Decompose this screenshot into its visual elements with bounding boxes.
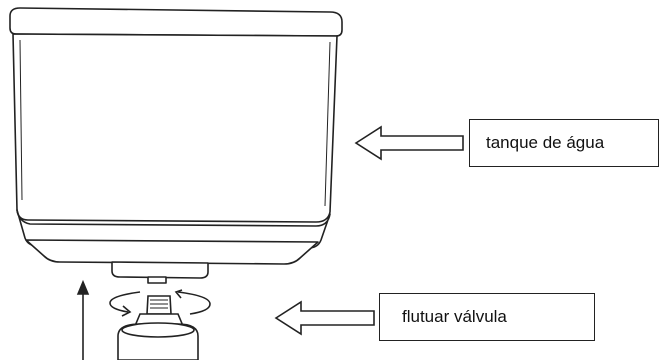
float-valve-top-ring [121,322,195,338]
rotation-arrow-right [177,291,211,315]
water-tank-label-text: tanque de água [486,133,605,152]
float-valve-illustration [117,295,199,360]
valve-pointer-arrow [274,300,375,336]
tank-body-shading [19,39,331,207]
rotation-arrows [109,289,211,317]
float-valve-cap [146,295,172,315]
valve-stem-stub [147,276,167,284]
insert-arrow-head [76,279,90,295]
tank-base [25,239,319,265]
float-valve-label-text: flutuar válvula [402,307,507,326]
tank-body [12,33,338,223]
valve-seat [111,261,209,279]
rotation-arrow-left [109,291,141,313]
float-valve-cap-thread [150,299,168,309]
insert-direction-arrow [76,279,90,360]
tank-lid [9,7,343,37]
rotation-arrow-right-head [174,289,183,299]
tank-pointer-arrow [354,125,464,161]
water-tank-illustration [9,7,343,284]
water-tank-label: tanque de água [469,119,659,167]
float-valve-label: flutuar válvula [379,293,595,341]
rotation-arrow-left-head [121,305,132,317]
